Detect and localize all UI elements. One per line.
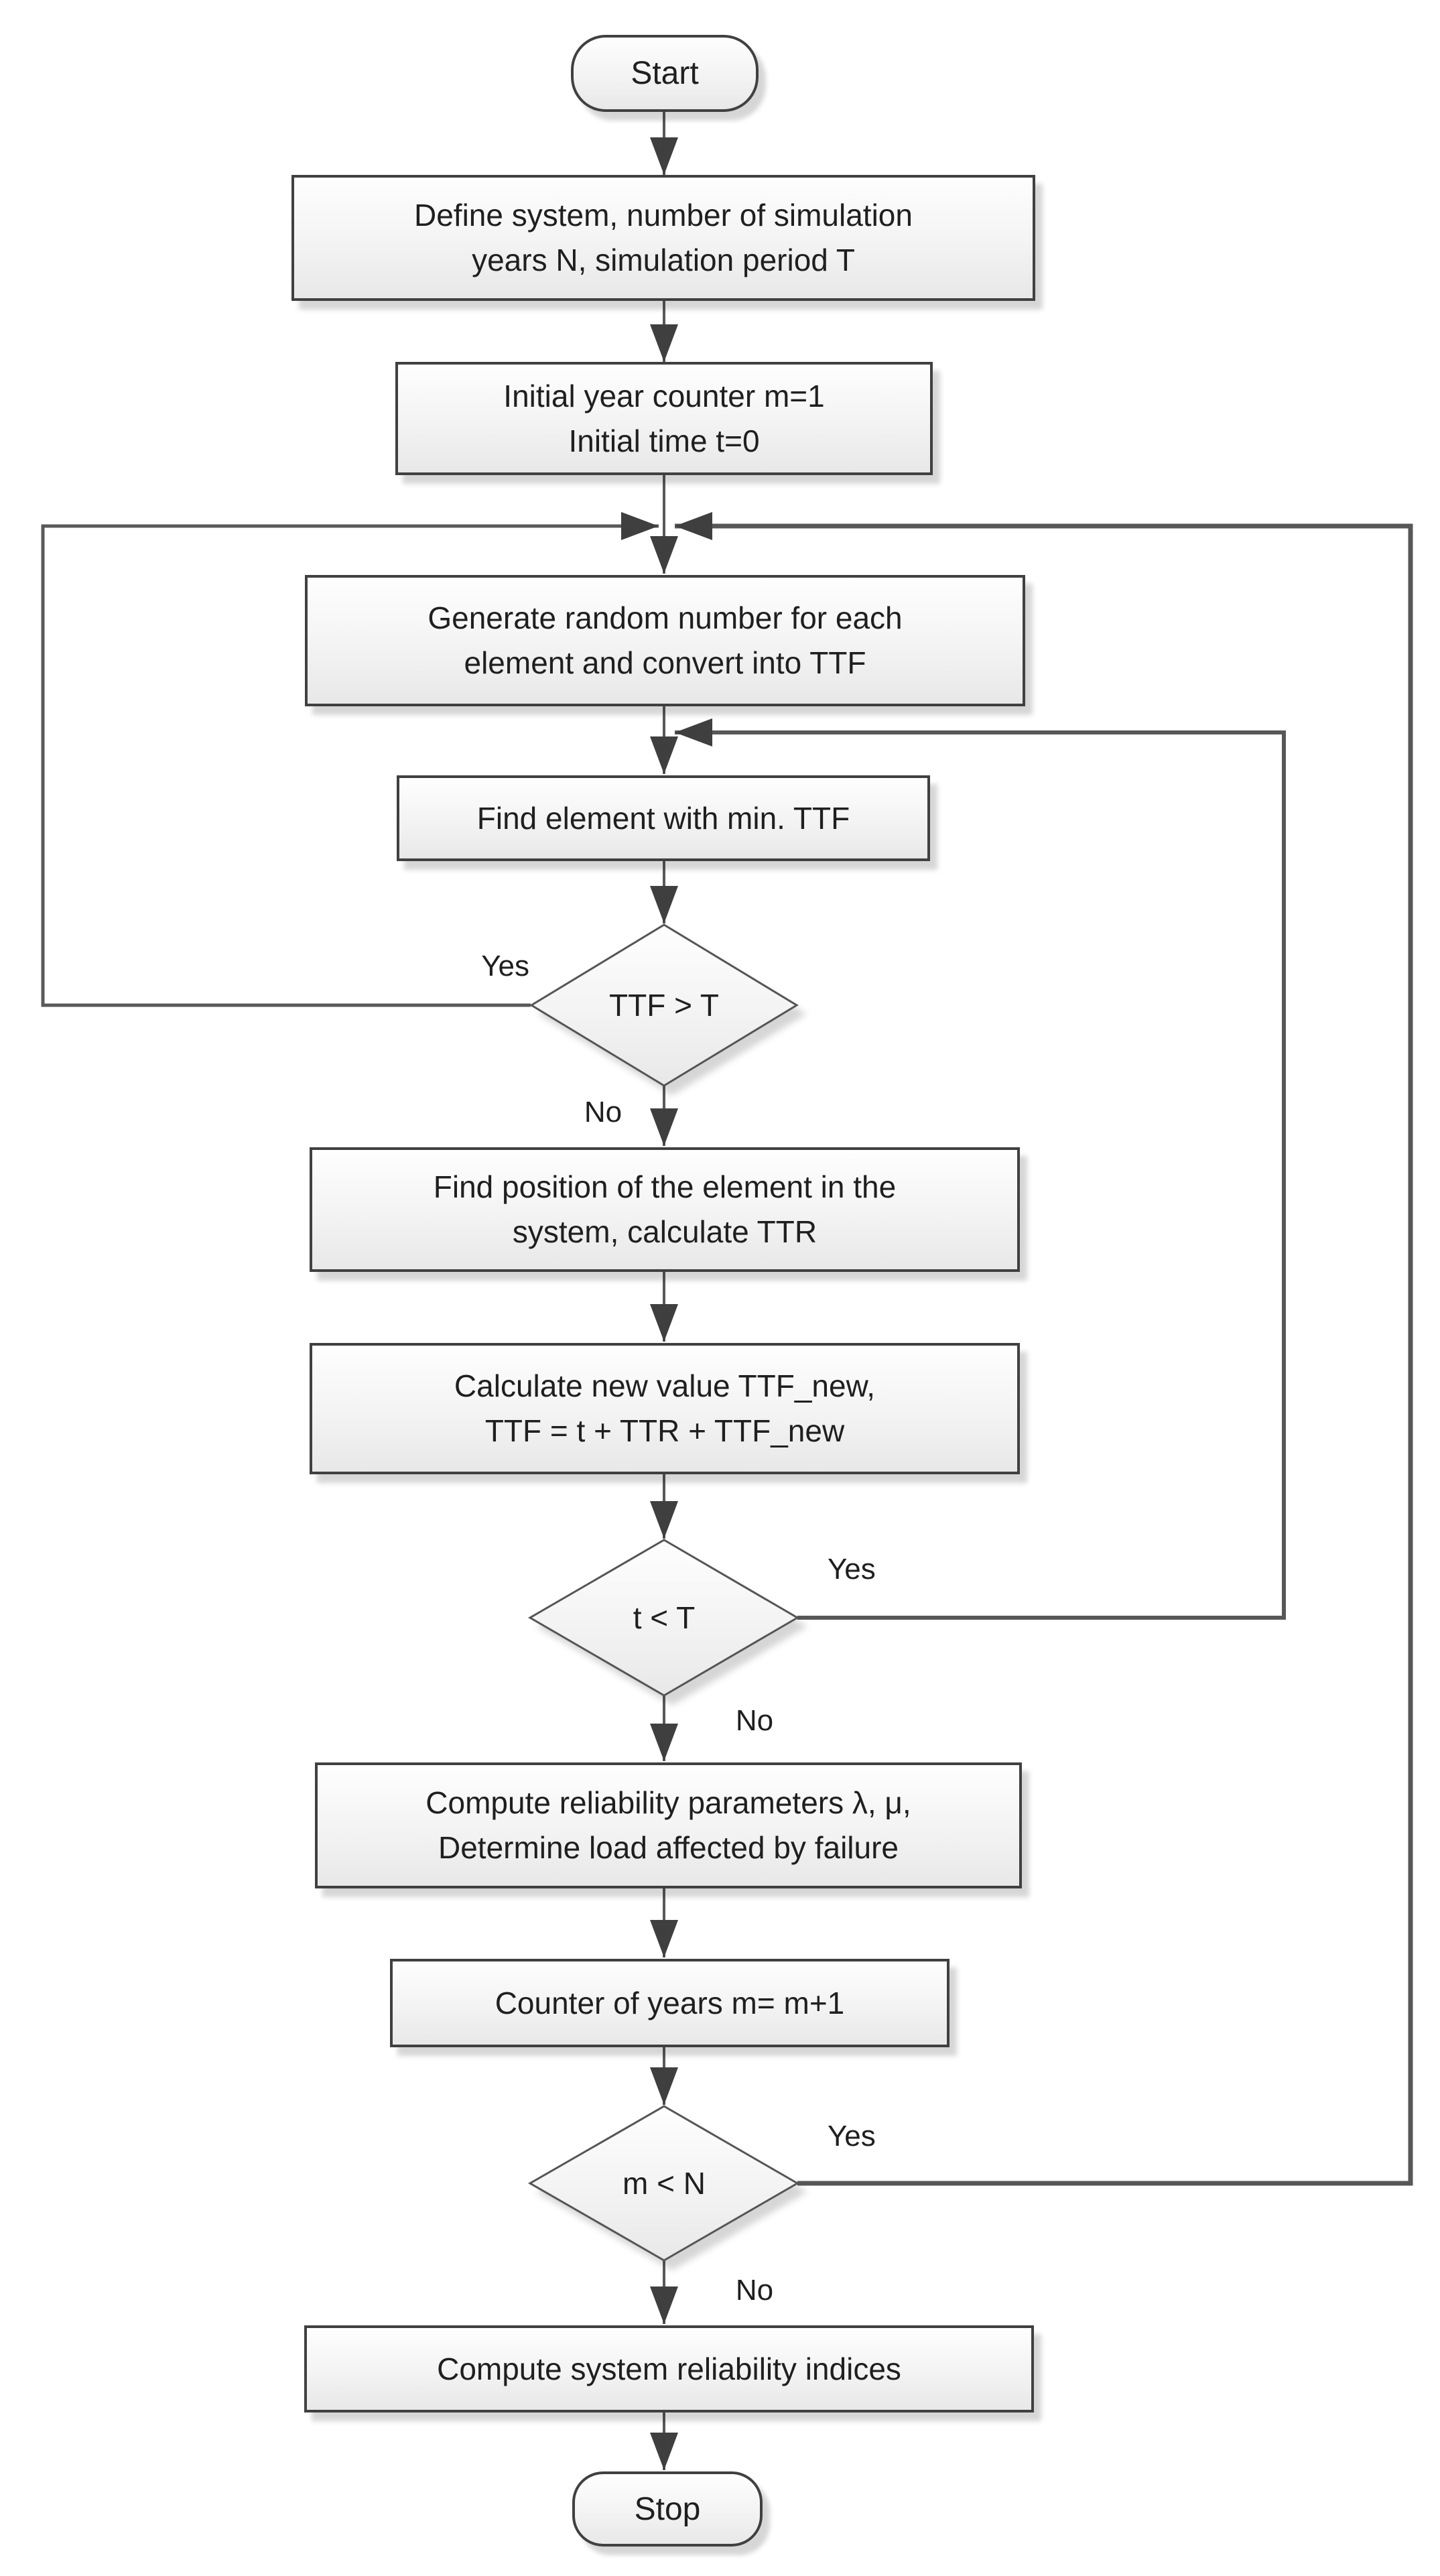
edge-label-ttf-yes: Yes bbox=[481, 950, 529, 982]
decision-m-lt-n-shape bbox=[527, 2105, 799, 2262]
process-find-position-line2: system, calculate TTR bbox=[512, 1214, 817, 1249]
process-define-system-line2: years N, simulation period T bbox=[472, 243, 855, 277]
process-generate-random-line1: Generate random number for each bbox=[428, 600, 903, 635]
decision-t-lt-t-label: t < T bbox=[633, 1600, 696, 1635]
decision-t-lt-t-shape bbox=[528, 1539, 799, 1697]
edge-label-m-no: No bbox=[735, 2274, 774, 2307]
loop-t-yes bbox=[675, 718, 1286, 1620]
edge-label-t-yes: Yes bbox=[828, 1553, 876, 1586]
process-compute-params-line2: Determine load affected by failure bbox=[438, 1830, 899, 1865]
process-find-position-line1: Find position of the element in the bbox=[433, 1169, 897, 1204]
loop-m-yes bbox=[675, 512, 1413, 2186]
process-increment-counter: Counter of years m= m+1 bbox=[390, 1959, 950, 2047]
loop-ttf-yes bbox=[41, 512, 659, 1007]
terminator-stop-label: Stop bbox=[634, 2491, 701, 2527]
process-init-counters: Initial year counter m=1 Initial time t=… bbox=[395, 362, 933, 475]
terminator-start: Start bbox=[571, 35, 759, 112]
process-find-position: Find position of the element in the syst… bbox=[310, 1147, 1020, 1272]
process-find-min-ttf-label: Find element with min. TTF bbox=[476, 800, 850, 836]
edge-label-ttf-no: No bbox=[584, 1096, 623, 1129]
process-compute-indices: Compute system reliability indices bbox=[304, 2325, 1034, 2412]
process-calc-new-ttf: Calculate new value TTF_new, TTF = t + T… bbox=[310, 1343, 1020, 1474]
process-generate-random-line2: element and convert into TTF bbox=[464, 645, 866, 680]
process-compute-indices-label: Compute system reliability indices bbox=[437, 2351, 901, 2386]
process-define-system: Define system, number of simulation year… bbox=[291, 175, 1035, 301]
decision-m-lt-n-label: m < N bbox=[623, 2166, 706, 2201]
decision-ttf-gt-t-shape bbox=[529, 923, 799, 1087]
process-init-counters-line1: Initial year counter m=1 bbox=[503, 378, 825, 413]
process-find-min-ttf: Find element with min. TTF bbox=[397, 775, 930, 861]
process-compute-params: Compute reliability parameters λ, μ, Det… bbox=[315, 1762, 1022, 1888]
decision-t-lt-t: t < T bbox=[530, 1588, 798, 1648]
terminator-start-label: Start bbox=[631, 56, 699, 91]
process-increment-counter-label: Counter of years m= m+1 bbox=[495, 1985, 845, 2020]
process-define-system-line1: Define system, number of simulation bbox=[414, 198, 913, 233]
edge-label-t-no: No bbox=[735, 1704, 774, 1737]
decision-ttf-gt-t: TTF > T bbox=[530, 975, 798, 1035]
process-calc-new-ttf-line2: TTF = t + TTR + TTF_new bbox=[484, 1413, 845, 1448]
process-compute-params-line1: Compute reliability parameters λ, μ, bbox=[426, 1785, 911, 1820]
process-generate-random: Generate random number for each element … bbox=[305, 575, 1025, 706]
decision-ttf-gt-t-label: TTF > T bbox=[609, 988, 719, 1023]
process-calc-new-ttf-line1: Calculate new value TTF_new, bbox=[454, 1368, 876, 1403]
process-init-counters-line2: Initial time t=0 bbox=[568, 423, 760, 458]
terminator-stop: Stop bbox=[572, 2471, 763, 2547]
decision-m-lt-n: m < N bbox=[530, 2153, 798, 2213]
edge-label-m-yes: Yes bbox=[828, 2120, 876, 2152]
